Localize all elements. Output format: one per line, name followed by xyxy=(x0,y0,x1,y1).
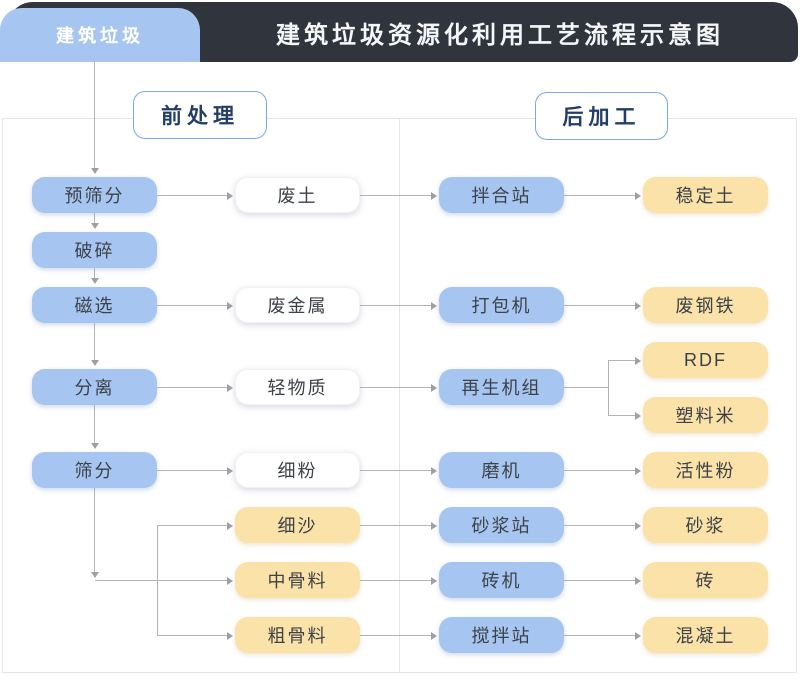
arrow-right-icon xyxy=(431,301,437,310)
arrow-right-icon xyxy=(635,576,641,585)
arrow-right-icon xyxy=(431,383,437,392)
node-recycling-unit: 再生机组 xyxy=(439,369,564,405)
flow-line xyxy=(94,488,95,574)
node-mill: 磨机 xyxy=(439,452,564,488)
arrow-down-icon xyxy=(90,443,99,449)
arrow-right-icon xyxy=(635,631,641,640)
flow-line xyxy=(564,635,637,636)
node-mortar: 砂浆 xyxy=(643,507,768,543)
flow-line xyxy=(564,195,637,196)
node-separation: 分离 xyxy=(32,369,157,405)
flow-line xyxy=(157,635,229,636)
node-scrap-steel: 废钢铁 xyxy=(643,287,768,323)
flow-line xyxy=(608,415,637,416)
node-screening: 筛分 xyxy=(32,452,157,488)
arrow-right-icon xyxy=(635,301,641,310)
flow-line xyxy=(564,580,637,581)
flow-line xyxy=(360,580,433,581)
node-coarse-aggregate: 粗骨料 xyxy=(235,617,360,653)
node-pre-screening: 预筛分 xyxy=(32,177,157,213)
node-light-material: 轻物质 xyxy=(235,369,360,405)
flow-line xyxy=(360,305,433,306)
node-mixing-station: 拌合站 xyxy=(439,177,564,213)
arrow-right-icon xyxy=(635,356,641,365)
page-title: 建筑垃圾资源化利用工艺流程示意图 xyxy=(276,21,724,49)
flow-line xyxy=(157,470,229,471)
arrow-down-icon xyxy=(90,278,99,284)
flow-line xyxy=(360,195,433,196)
arrow-right-icon xyxy=(635,191,641,200)
node-scrap-metal: 废金属 xyxy=(235,287,360,323)
flow-line xyxy=(564,387,608,388)
flow-line xyxy=(157,525,229,526)
flow-line xyxy=(94,323,95,362)
node-magnetic-separation: 磁选 xyxy=(32,287,157,323)
flow-line xyxy=(360,387,433,388)
arrow-right-icon xyxy=(227,521,233,530)
arrow-right-icon xyxy=(431,521,437,530)
node-brick: 砖 xyxy=(643,562,768,598)
arrow-right-icon xyxy=(635,521,641,530)
arrow-right-icon xyxy=(431,576,437,585)
flow-line xyxy=(157,305,229,306)
node-mixing-plant: 搅拌站 xyxy=(439,617,564,653)
node-crushing: 破碎 xyxy=(32,232,157,268)
node-concrete: 混凝土 xyxy=(643,617,768,653)
flow-line xyxy=(157,387,229,388)
flow-line xyxy=(94,213,95,225)
section-label-pre-processing: 前处理 xyxy=(133,91,267,139)
node-mortar-station: 砂浆站 xyxy=(439,507,564,543)
arrow-right-icon xyxy=(635,466,641,475)
node-baler: 打包机 xyxy=(439,287,564,323)
node-brick-machine: 砖机 xyxy=(439,562,564,598)
node-active-powder: 活性粉 xyxy=(643,452,768,488)
flow-line xyxy=(564,305,637,306)
flow-line xyxy=(608,360,609,415)
section-divider xyxy=(399,118,400,673)
arrow-right-icon xyxy=(431,631,437,640)
flow-line xyxy=(360,525,433,526)
node-rdf: RDF xyxy=(643,342,768,378)
node-fine-sand: 细沙 xyxy=(235,507,360,543)
flow-line xyxy=(360,470,433,471)
arrow-down-icon xyxy=(90,572,99,578)
source-tab-construction-waste: 建筑垃圾 xyxy=(0,8,200,62)
node-waste-soil: 废土 xyxy=(235,177,360,213)
arrow-right-icon xyxy=(431,466,437,475)
node-medium-aggregate: 中骨料 xyxy=(235,562,360,598)
arrow-right-icon xyxy=(227,301,233,310)
arrow-down-icon xyxy=(90,223,99,229)
flow-line xyxy=(564,525,637,526)
arrow-right-icon xyxy=(227,576,233,585)
flow-line xyxy=(94,62,95,170)
arrow-right-icon xyxy=(227,466,233,475)
arrow-down-icon xyxy=(90,360,99,366)
flow-line xyxy=(608,360,637,361)
node-plastic-pellets: 塑料米 xyxy=(643,397,768,433)
flow-line xyxy=(94,405,95,445)
arrow-right-icon xyxy=(431,191,437,200)
arrow-right-icon xyxy=(227,383,233,392)
arrow-right-icon xyxy=(635,411,641,420)
flow-line xyxy=(95,580,229,581)
arrow-right-icon xyxy=(227,191,233,200)
flow-line xyxy=(157,195,229,196)
flow-line xyxy=(94,268,95,280)
section-label-post-processing: 后加工 xyxy=(535,92,668,140)
arrow-down-icon xyxy=(90,168,99,174)
node-fine-powder: 细粉 xyxy=(235,452,360,488)
flow-line xyxy=(360,635,433,636)
node-stabilized-soil: 稳定土 xyxy=(643,177,768,213)
arrow-right-icon xyxy=(227,631,233,640)
flow-line xyxy=(564,470,637,471)
